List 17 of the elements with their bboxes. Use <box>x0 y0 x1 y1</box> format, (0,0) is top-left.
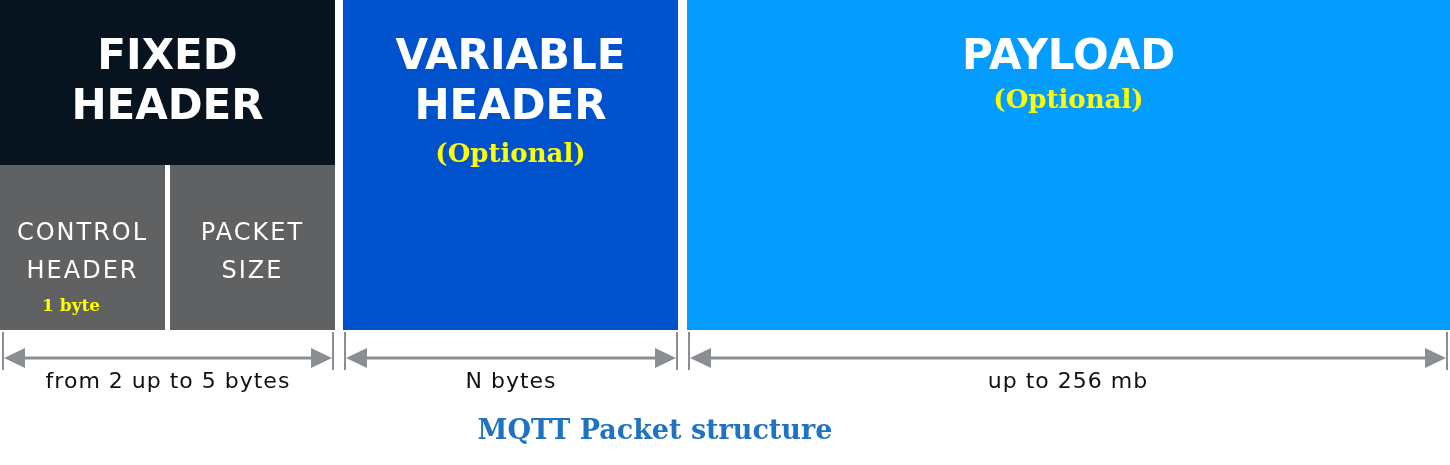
optional-note: (Optional) <box>993 84 1144 114</box>
size-label: N bytes <box>464 368 558 393</box>
section-box <box>0 0 335 165</box>
size-label: up to 256 mb <box>986 368 1150 393</box>
field-box <box>170 165 335 330</box>
section-title: FIXED HEADER <box>70 30 265 130</box>
field-box <box>0 165 165 330</box>
size-label: from 2 up to 5 bytes <box>44 368 292 393</box>
section-box <box>343 0 678 330</box>
section-box <box>687 0 1450 330</box>
field-title: CONTROL HEADER <box>15 217 150 286</box>
size-note: 1 byte <box>42 295 101 315</box>
section-title: PAYLOAD <box>960 30 1176 80</box>
optional-note: (Optional) <box>435 138 586 168</box>
caption: MQTT Packet structure <box>476 414 834 445</box>
section-title: VARIABLE HEADER <box>394 30 627 130</box>
field-title: PACKET SIZE <box>199 217 306 286</box>
